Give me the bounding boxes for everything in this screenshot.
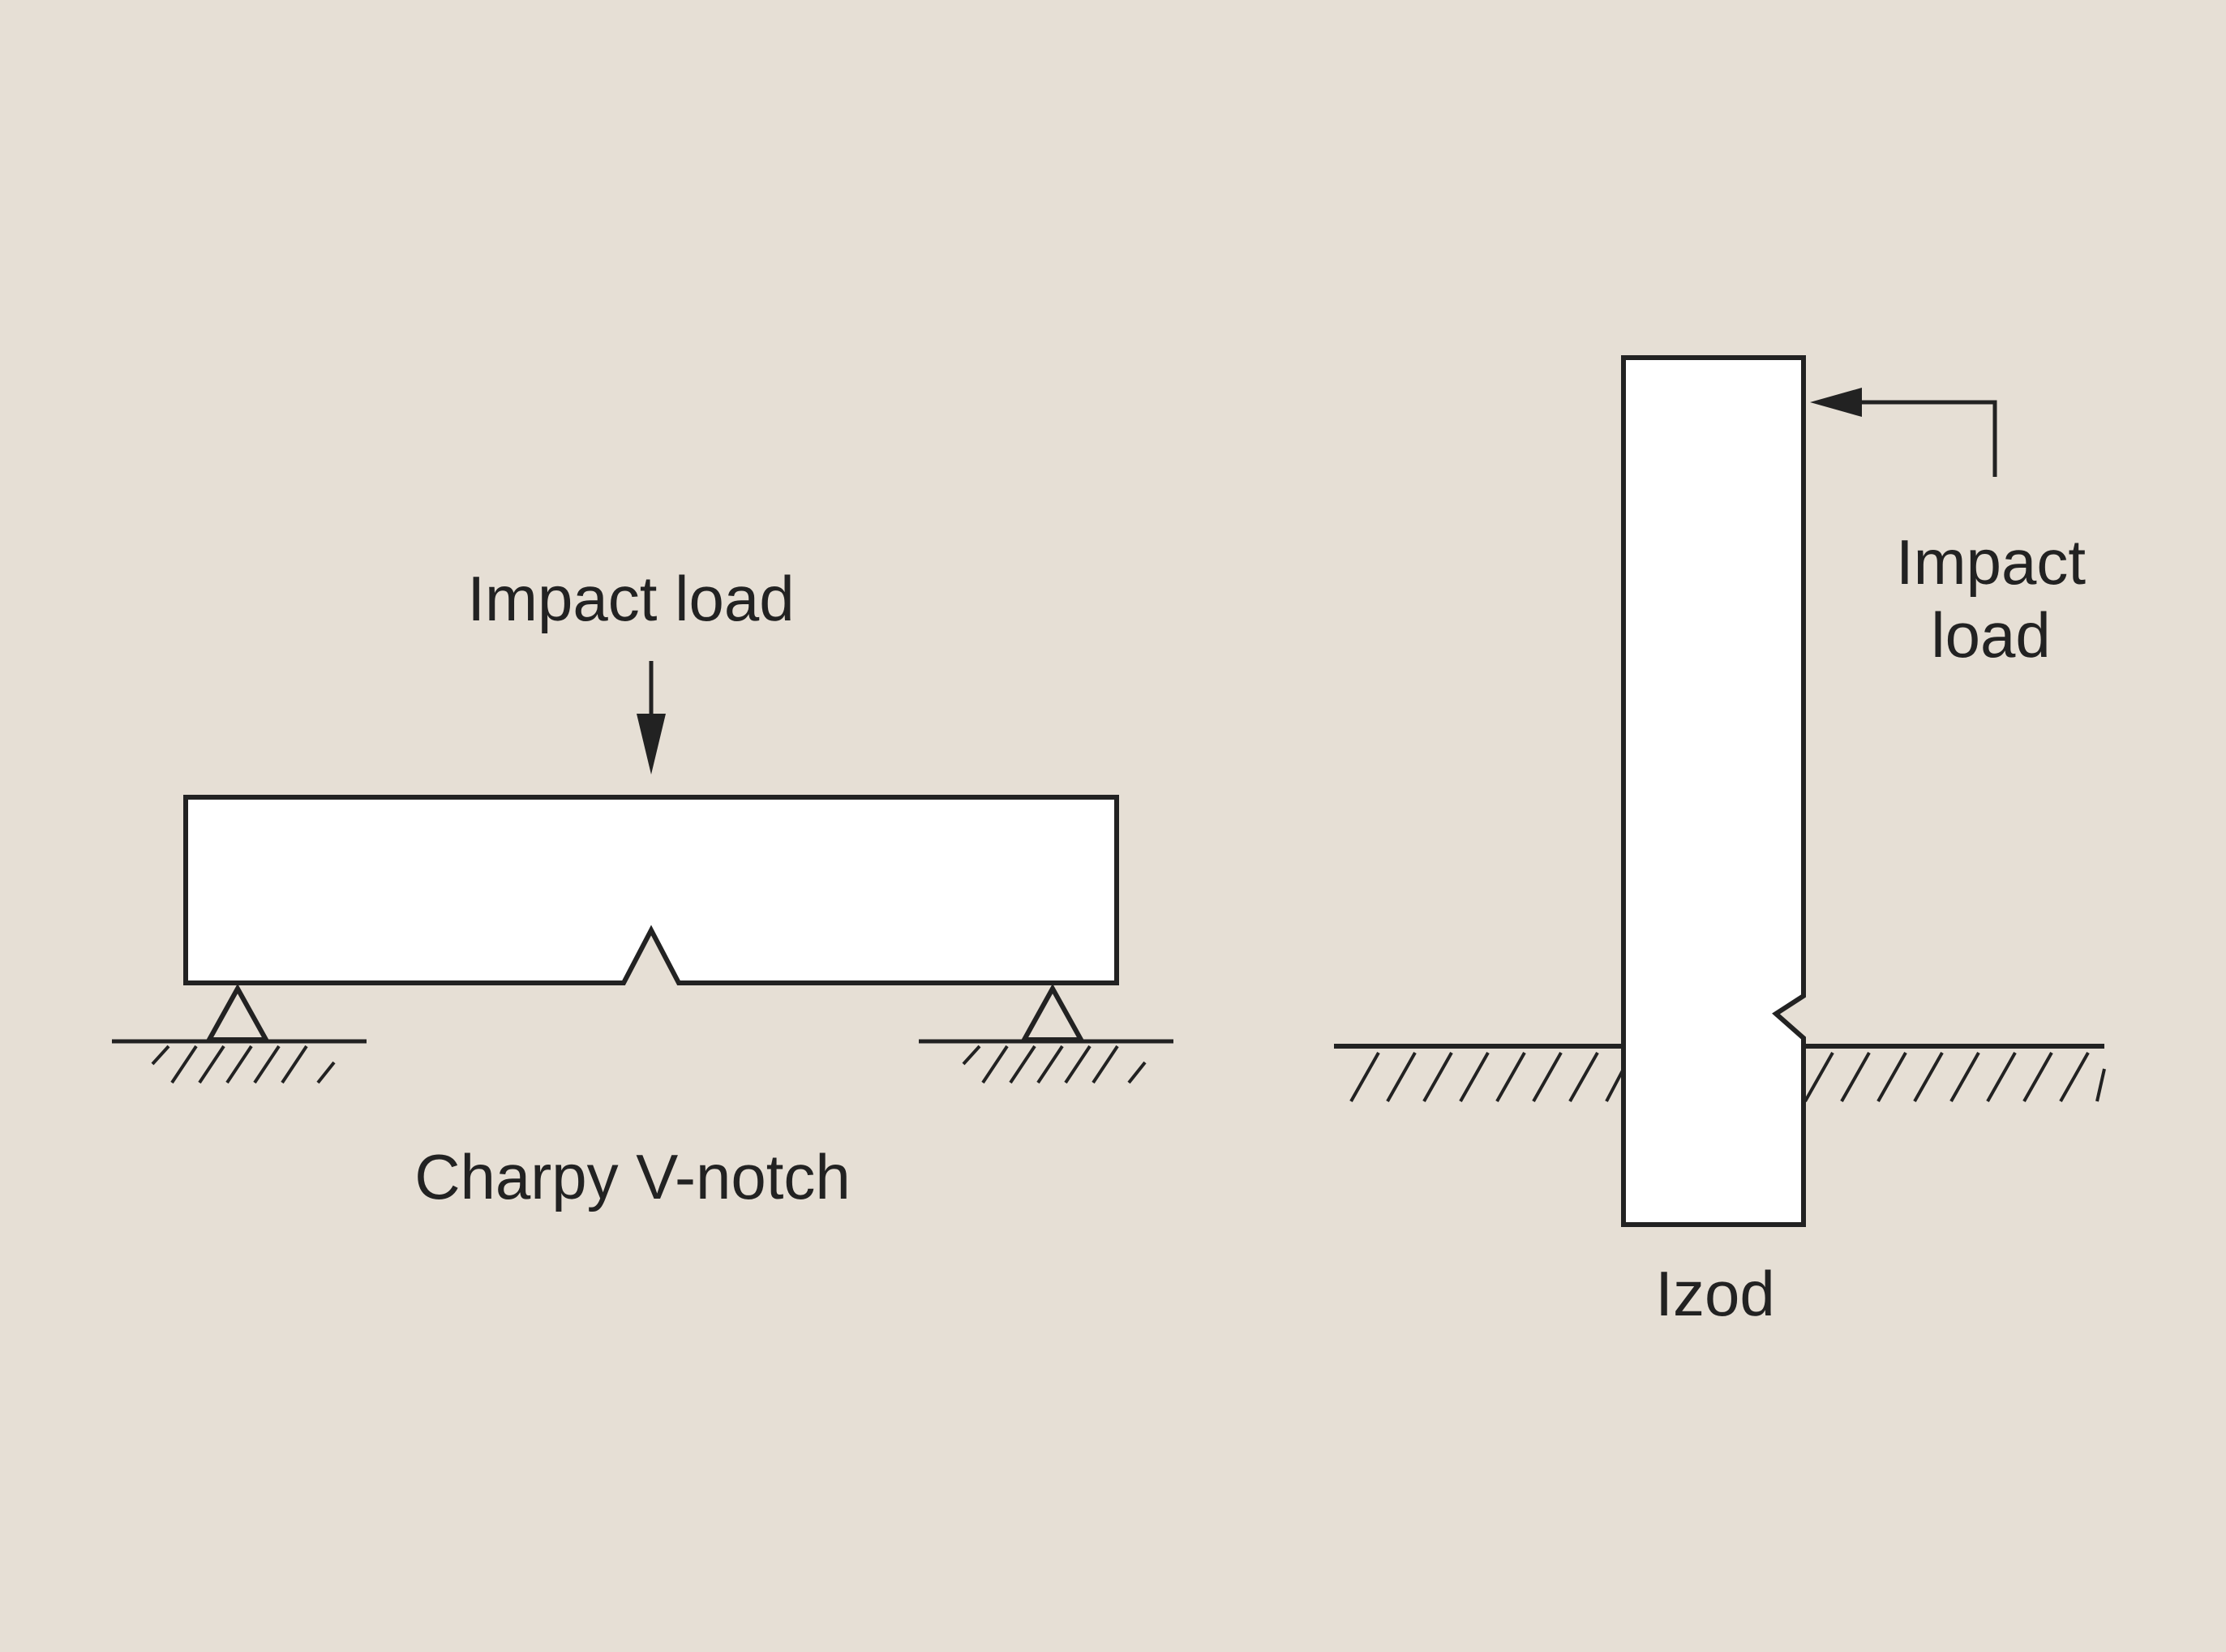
charpy-left-support — [112, 983, 367, 1084]
izod-specimen — [1621, 355, 1806, 1227]
izod-diagram: Impact load Izod — [1334, 355, 2106, 1329]
charpy-load-label: Impact load — [467, 563, 794, 634]
izod-load-label-line1: Impact — [1896, 526, 2086, 598]
izod-load-label-line2: load — [1931, 599, 2050, 671]
izod-load-arrow — [1810, 388, 1997, 477]
izod-ground-left — [1334, 1044, 1625, 1102]
charpy-diagram: Impact load Charpy V-notch — [112, 563, 1173, 1212]
charpy-right-support — [919, 983, 1173, 1084]
izod-caption: Izod — [1655, 1258, 1774, 1329]
charpy-caption: Charpy V-notch — [414, 1141, 851, 1212]
izod-ground-right — [1804, 1044, 2106, 1102]
charpy-specimen — [183, 795, 1119, 985]
charpy-load-arrow — [637, 661, 666, 775]
